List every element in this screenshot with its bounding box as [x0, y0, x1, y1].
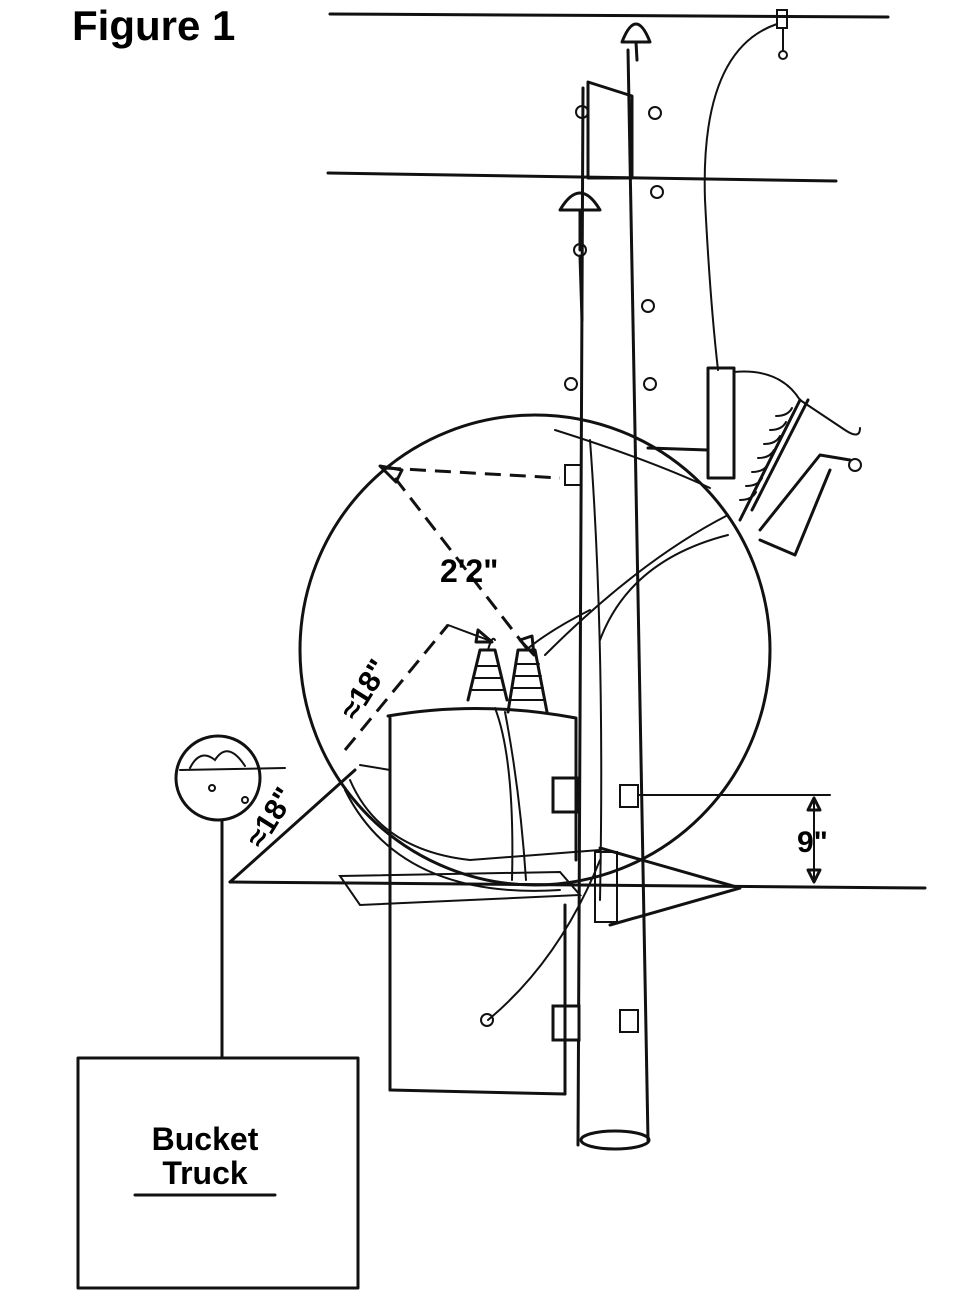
truck-label-line1: Bucket	[152, 1121, 259, 1157]
bushing-gap-dimension	[343, 624, 494, 751]
figure-title: Figure 1	[72, 2, 235, 49]
primary-leads	[544, 429, 729, 901]
cutout-assembly-icon	[646, 366, 862, 557]
bucket-icon	[174, 734, 286, 1060]
lower-gap-label: 9"	[797, 826, 828, 859]
pin-insulator-icon	[558, 191, 602, 322]
secondary-rack	[228, 768, 742, 1027]
clearance-radius-label: 2'2"	[440, 553, 498, 589]
bucket-truck-box	[76, 1056, 360, 1290]
truck-label-line2: Truck	[162, 1155, 248, 1191]
lower-gap-dimension	[637, 794, 831, 884]
utility-pole	[551, 48, 664, 1151]
transformer-icon	[359, 609, 591, 1096]
tap-clamp-icon	[703, 9, 788, 371]
top-insulator-icon	[620, 22, 652, 62]
clearance-circle	[298, 413, 772, 887]
bushing-gap-label: ≈18"	[334, 654, 396, 726]
boom-gap-label: ≈18"	[240, 782, 302, 854]
